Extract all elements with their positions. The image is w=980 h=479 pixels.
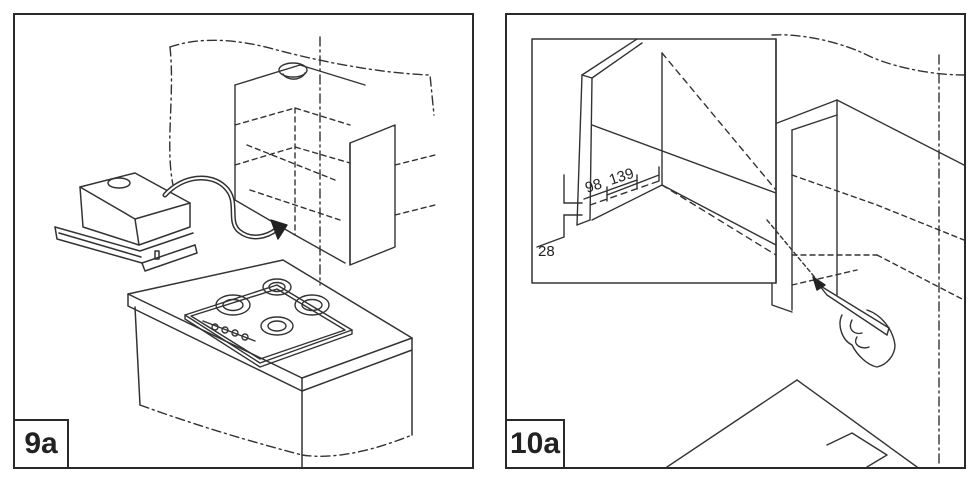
dimension-label-28: 28 (538, 243, 555, 260)
cooktop (184, 278, 353, 368)
dim-line-139 (606, 174, 660, 196)
wall-cabinet-outline (169, 36, 435, 286)
counter-edge (666, 379, 798, 467)
wall-cabinet-outline (771, 34, 964, 467)
arrow-head (270, 219, 288, 240)
telescopic-hood (54, 172, 198, 272)
cabinet-hidden-lines (791, 174, 964, 301)
marking-illustration: 98 139 28 (531, 34, 964, 467)
dimension-label-98: 98 (583, 175, 604, 196)
cabinet-base-outline (139, 404, 413, 457)
figure-label-9a: 9a (15, 419, 69, 467)
figure-9a-panel: 9a (13, 13, 474, 469)
figure-10a-panel: 98 139 28 10a (505, 13, 966, 469)
figure-label-10a: 10a (507, 419, 565, 467)
countertop (127, 259, 413, 467)
dim-line-98 (583, 179, 638, 200)
install-hood-illustration (54, 36, 436, 467)
cabinet-hidden-lines (234, 107, 436, 236)
move-arrow (162, 175, 280, 240)
hand-with-pencil (818, 284, 896, 368)
detail-inset: 98 139 28 (531, 38, 818, 284)
move-arrow-inner (164, 176, 278, 238)
cabinet-body (771, 99, 964, 313)
duct-hole (278, 62, 308, 78)
dimension-label-139: 139 (607, 165, 636, 189)
